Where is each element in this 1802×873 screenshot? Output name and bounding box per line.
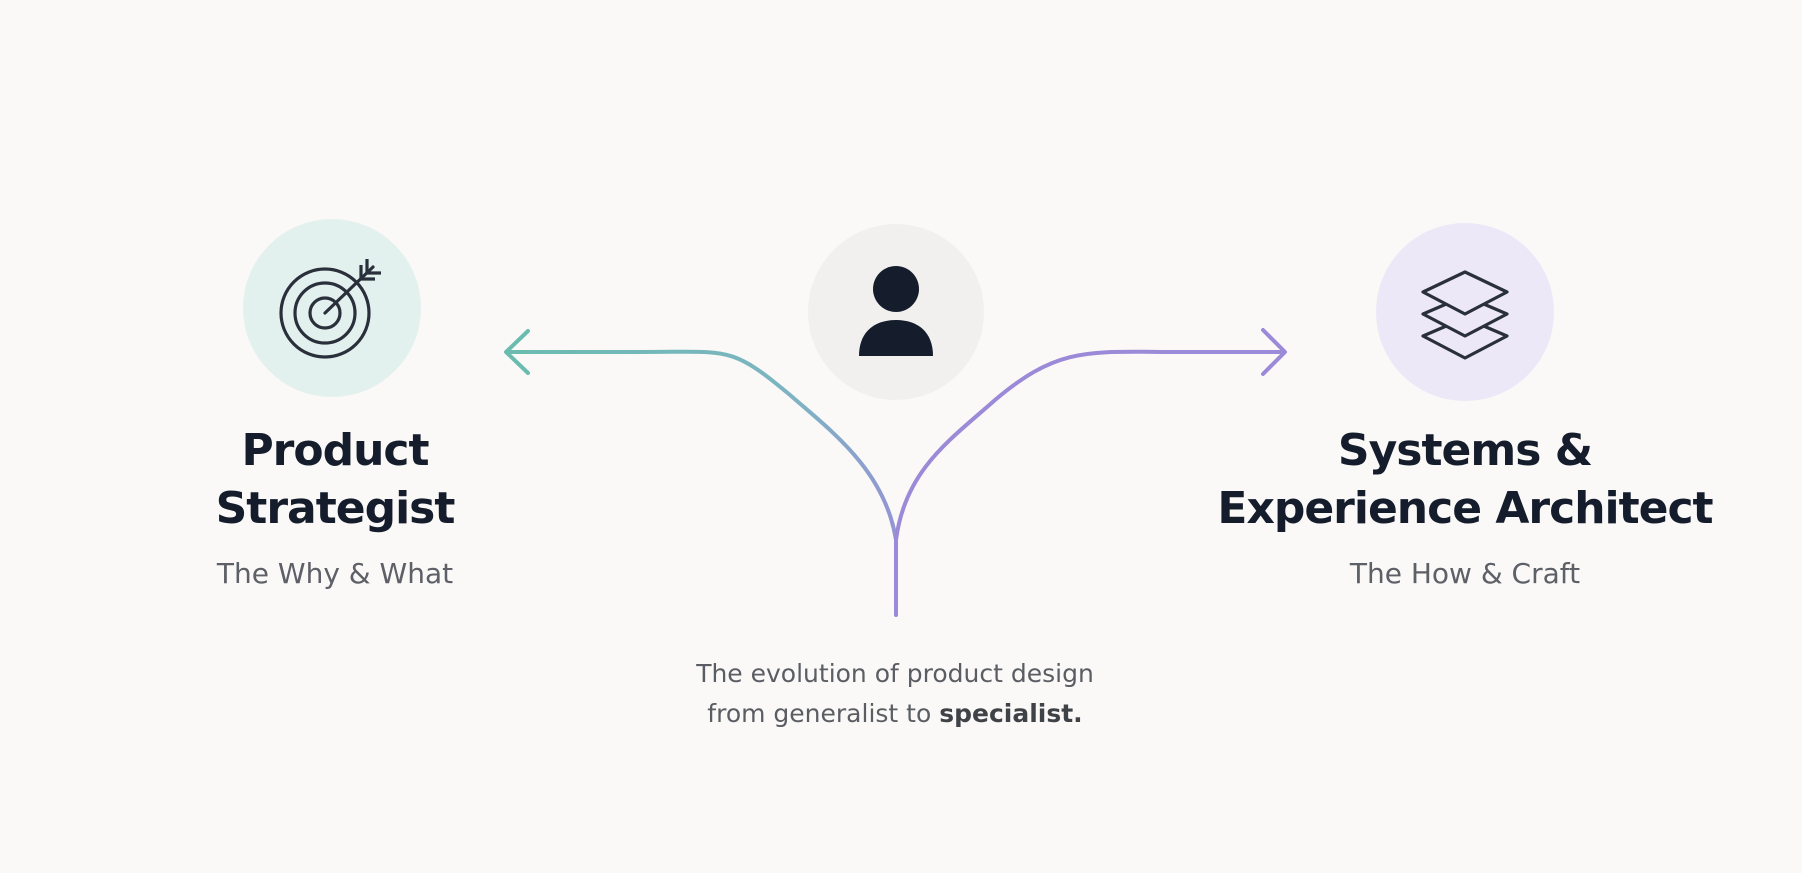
strategist-node-circle xyxy=(243,219,421,397)
left-branch-line xyxy=(508,349,898,542)
generalist-node-circle xyxy=(808,224,984,400)
caption-line-2-prefix: from generalist to xyxy=(707,699,940,728)
left-arrowhead xyxy=(504,329,530,375)
strategist-title-line-1: Product xyxy=(241,425,429,476)
target-arrow-icon xyxy=(279,259,381,359)
layers-icon xyxy=(1421,270,1509,360)
right-branch-line xyxy=(894,349,1285,542)
architect-title-line-1: Systems & xyxy=(1337,425,1593,476)
architect-subtitle: The How & Craft xyxy=(1349,557,1581,590)
strategist-title-line-2: Strategist xyxy=(215,483,456,534)
evolution-caption: The evolution of product design from gen… xyxy=(600,654,1190,734)
caption-line-2: from generalist to specialist. xyxy=(600,694,1190,734)
architect-node-circle xyxy=(1376,223,1554,401)
architect-title: Systems & Experience Architect xyxy=(1165,422,1765,538)
strategist-title: Product Strategist xyxy=(135,422,535,538)
caption-emphasis: specialist. xyxy=(939,699,1083,728)
person-icon xyxy=(859,266,933,356)
right-arrowhead xyxy=(1261,328,1287,376)
architect-title-line-2: Experience Architect xyxy=(1217,483,1713,534)
caption-line-1: The evolution of product design xyxy=(696,659,1094,688)
strategist-subtitle: The Why & What xyxy=(216,557,454,590)
